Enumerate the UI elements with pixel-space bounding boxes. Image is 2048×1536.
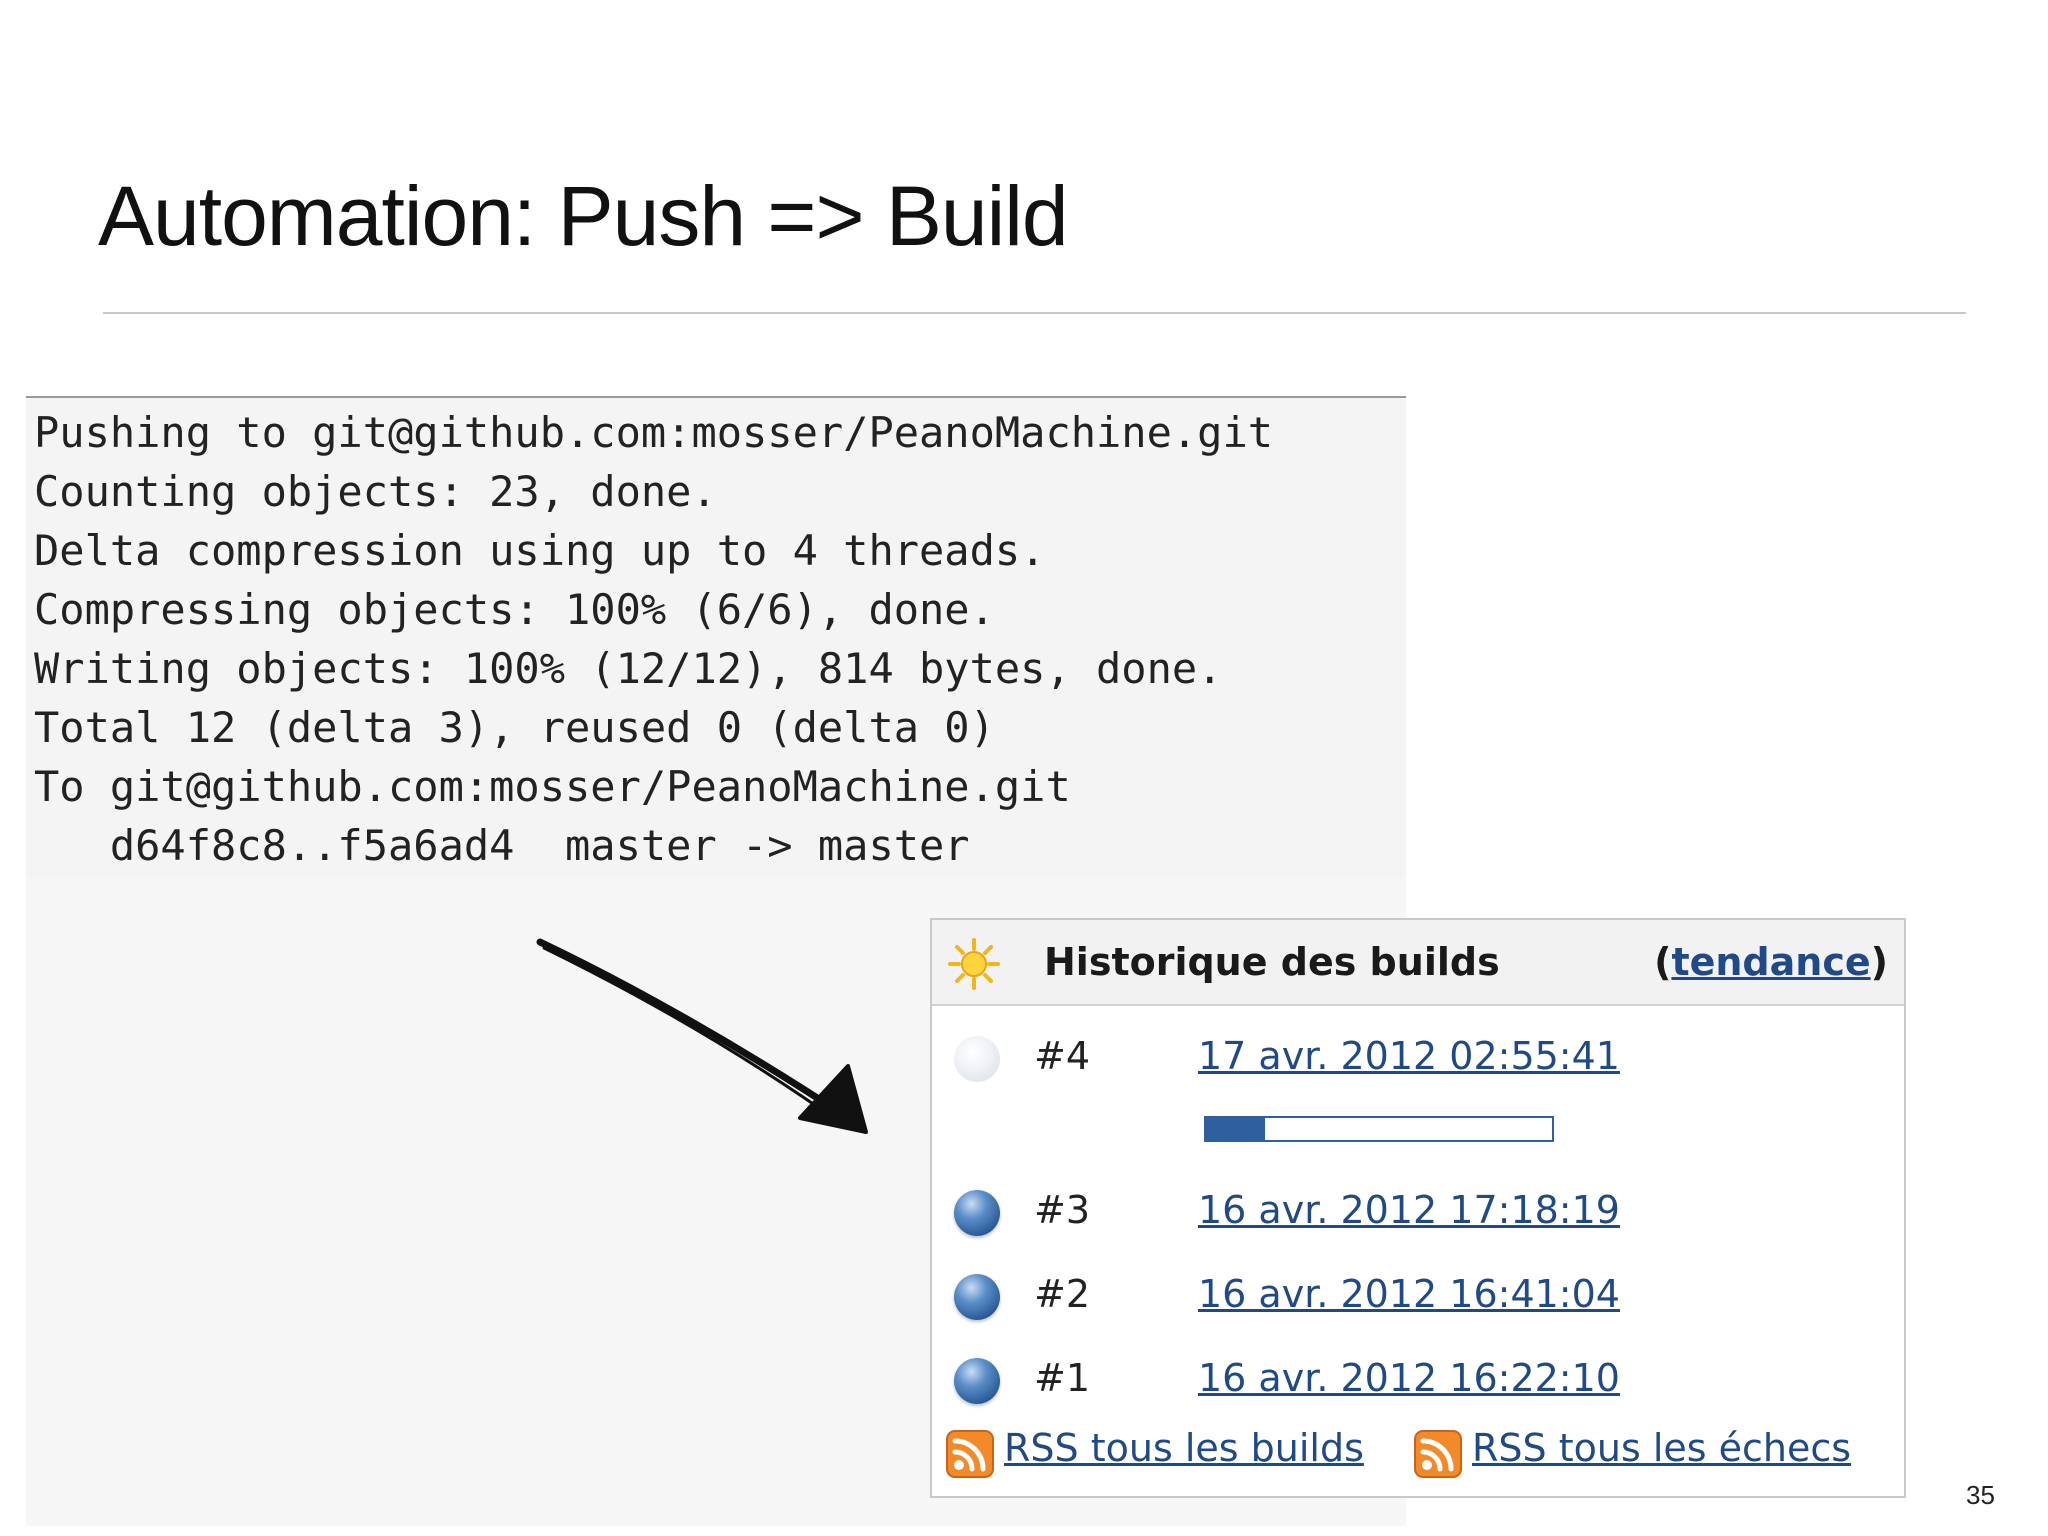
terminal-line: Delta compression using up to 4 threads. xyxy=(34,526,1046,575)
build-history-panel: Historique des builds (tendance) #4 17 a… xyxy=(930,918,1906,1498)
rss-icon xyxy=(946,1430,994,1478)
panel-title: Historique des builds xyxy=(1044,940,1500,984)
panel-header: Historique des builds (tendance) xyxy=(932,920,1904,1006)
build-date-link[interactable]: 17 avr. 2012 02:55:41 xyxy=(1198,1034,1620,1078)
terminal-line: Total 12 (delta 3), reused 0 (delta 0) xyxy=(34,703,995,752)
title-divider xyxy=(103,312,1966,314)
status-ball-success-icon xyxy=(954,1358,1000,1404)
trend-wrapper: (tendance) xyxy=(1654,940,1888,984)
sun-icon xyxy=(948,938,1000,990)
status-ball-success-icon xyxy=(954,1274,1000,1320)
build-row: #3 16 avr. 2012 17:18:19 xyxy=(932,1184,1904,1244)
build-date-link[interactable]: 16 avr. 2012 16:41:04 xyxy=(1198,1272,1620,1316)
build-row: #4 17 avr. 2012 02:55:41 xyxy=(932,1030,1904,1090)
build-row: #1 16 avr. 2012 16:22:10 xyxy=(932,1352,1904,1412)
rss-failures-label[interactable]: RSS tous les échecs xyxy=(1472,1426,1852,1470)
terminal-line: d64f8c8..f5a6ad4 master -> master xyxy=(34,821,970,870)
trend-link[interactable]: tendance xyxy=(1671,940,1871,984)
build-number[interactable]: #1 xyxy=(1034,1356,1091,1400)
build-progress-fill xyxy=(1206,1118,1265,1140)
terminal-line: Compressing objects: 100% (6/6), done. xyxy=(34,585,995,634)
build-number[interactable]: #2 xyxy=(1034,1272,1091,1316)
build-date-link[interactable]: 16 avr. 2012 16:22:10 xyxy=(1198,1356,1620,1400)
terminal-output: Pushing to git@github.com:mosser/PeanoMa… xyxy=(26,396,1406,878)
rss-all-builds-label[interactable]: RSS tous les builds xyxy=(1004,1426,1364,1470)
page-number: 35 xyxy=(1966,1480,1995,1510)
build-date-link[interactable]: 16 avr. 2012 17:18:19 xyxy=(1198,1188,1620,1232)
status-ball-success-icon xyxy=(954,1190,1000,1236)
build-number[interactable]: #3 xyxy=(1034,1188,1091,1232)
terminal-line: Writing objects: 100% (12/12), 814 bytes… xyxy=(34,644,1223,693)
status-ball-pending-icon xyxy=(954,1036,1000,1082)
terminal-line: Counting objects: 23, done. xyxy=(34,467,717,516)
build-progress-bar xyxy=(1204,1116,1554,1142)
trend-open-paren: ( xyxy=(1654,940,1672,984)
rss-links: RSS tous les builds RSS tous les échecs xyxy=(946,1420,1896,1480)
terminal-line: To git@github.com:mosser/PeanoMachine.gi… xyxy=(34,762,1071,811)
build-number[interactable]: #4 xyxy=(1034,1034,1091,1078)
terminal-line: Pushing to git@github.com:mosser/PeanoMa… xyxy=(34,408,1274,457)
rss-icon xyxy=(1414,1430,1462,1478)
slide-title: Automation: Push => Build xyxy=(98,169,1069,263)
trend-close-paren: ) xyxy=(1870,940,1888,984)
arrow-icon xyxy=(536,938,868,1134)
build-row: #2 16 avr. 2012 16:41:04 xyxy=(932,1268,1904,1328)
